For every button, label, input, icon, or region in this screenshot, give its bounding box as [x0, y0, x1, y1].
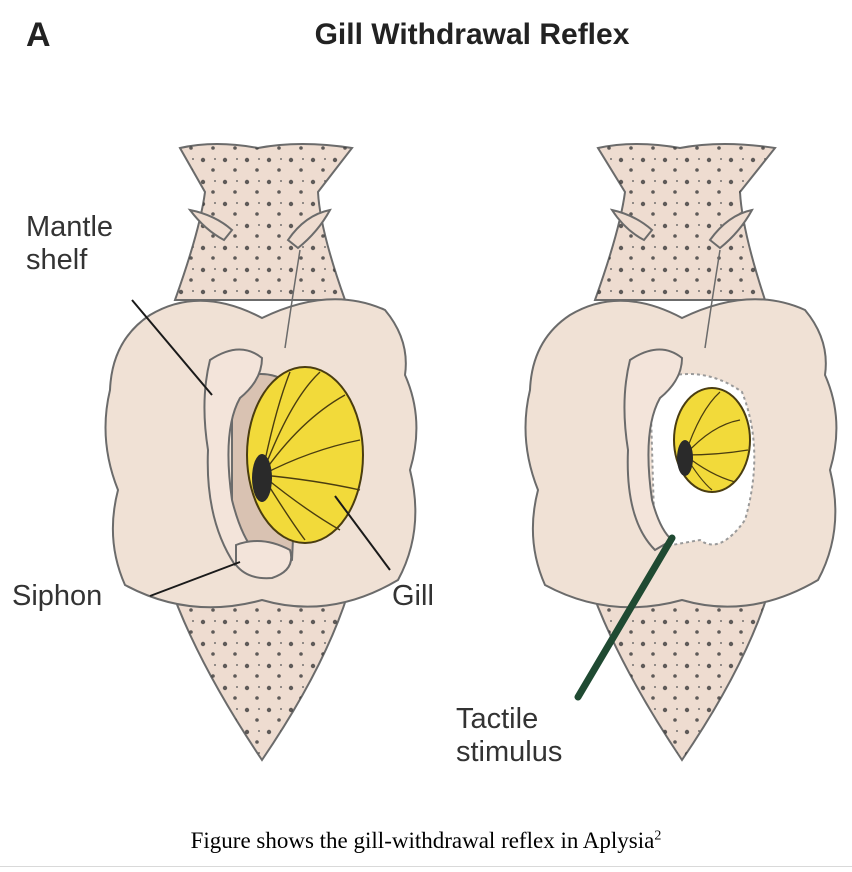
gill [246, 366, 364, 544]
rhinophore-right [286, 208, 332, 250]
gill-base [252, 454, 272, 502]
tactile-probe [574, 534, 676, 701]
rhinophore-left [609, 208, 654, 242]
label-mantle-shelf: Mantle shelf [26, 211, 114, 276]
gill-withdrawn [673, 387, 751, 493]
siphon-pointer [149, 561, 241, 597]
label-tactile-stimulus: Tactile stimulus [456, 703, 563, 768]
rhinophore-right [708, 208, 754, 250]
figure-title: Gill Withdrawal Reflex [314, 18, 630, 51]
caption-text: Figure shows the gill-withdrawal reflex … [190, 828, 655, 853]
siphon [235, 540, 293, 580]
figure-caption: Figure shows the gill-withdrawal reflex … [0, 828, 852, 854]
connector-nerve [704, 249, 721, 349]
aplysia-relaxed [104, 143, 418, 762]
rhinophore-left [187, 208, 234, 242]
mantle-shelf-pointer [131, 299, 213, 396]
mantle-shelf [203, 348, 264, 567]
mantle-shelf [623, 348, 684, 552]
gill-pointer [334, 495, 391, 571]
aplysia-withdrawn [524, 143, 838, 762]
label-siphon: Siphon [12, 580, 103, 612]
caption-reference: 2 [654, 828, 662, 844]
bottom-divider [0, 866, 852, 867]
connector-nerve [284, 249, 301, 349]
panel-letter: A [26, 16, 51, 54]
gill-base [677, 440, 693, 476]
label-gill: Gill [392, 580, 434, 612]
